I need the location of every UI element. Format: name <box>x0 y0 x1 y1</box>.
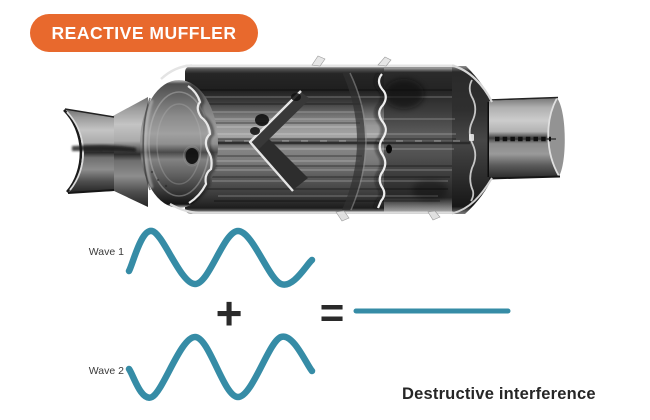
inlet-pipe-slit <box>72 144 136 152</box>
wave-diagram <box>125 227 511 401</box>
shell-bottom-edge-left <box>169 203 201 214</box>
shell-top-edge-left <box>160 64 193 80</box>
drum-end-edge <box>342 72 365 210</box>
chamber-shadow <box>384 79 424 109</box>
wave-2-path <box>125 333 316 401</box>
dome-cut-edge <box>187 85 213 204</box>
wave-2-label: Wave 2 <box>88 365 124 377</box>
shell-cut-edge-shadow <box>373 72 385 209</box>
baffle-weld-blob <box>255 114 269 126</box>
end-cap-edge <box>468 79 477 202</box>
shell-bottom-edge-right <box>451 177 493 215</box>
outlet-far-lip <box>548 98 565 176</box>
dome-spun-ring-inner <box>156 103 202 185</box>
dome-cut-edge-shadow <box>190 84 217 205</box>
plus-sign: + <box>215 287 243 339</box>
outlet-top-edge <box>488 96 559 101</box>
dome-left-highlight <box>143 99 154 189</box>
inlet-bottom-edge <box>67 189 115 194</box>
shell-cut-edge <box>376 73 387 209</box>
v-baffle-lower-arm <box>250 134 308 190</box>
wave-1-path <box>125 227 316 288</box>
inlet-cone <box>111 97 148 207</box>
dome-dot <box>150 170 154 174</box>
partition-hole <box>386 144 392 154</box>
outlet-pipe <box>489 98 559 178</box>
caption-destructive-interference: Destructive interference <box>402 385 596 403</box>
cone-dome-junction <box>142 97 151 191</box>
dome-dot <box>164 184 168 188</box>
wave-1-label: Wave 1 <box>88 246 124 258</box>
end-cap-notch <box>469 134 474 141</box>
v-baffle <box>248 90 310 192</box>
outlet-bottom-edge <box>488 175 561 180</box>
title-badge: REACTIVE MUFFLER <box>30 14 258 52</box>
cut-tab-bottom <box>335 210 350 222</box>
shell-top-edge-right <box>451 64 493 103</box>
cut-tab-bottom <box>427 210 441 221</box>
equals-sign: = <box>319 289 345 336</box>
baffle-weld-blob <box>250 127 260 135</box>
inlet-top-edge <box>64 108 115 118</box>
cut-tab-top <box>377 56 392 67</box>
baffle-weld-blob <box>291 93 301 101</box>
shell-bottom-edge <box>192 211 454 214</box>
drum-end-highlight <box>349 72 367 211</box>
title-badge-label: REACTIVE MUFFLER <box>51 22 237 43</box>
v-baffle-bright-edge <box>248 90 302 192</box>
muffler-photo <box>63 55 565 222</box>
outlet-cut-edge-bright <box>547 97 560 177</box>
dome-dot <box>156 178 160 182</box>
v-baffle-upper-arm <box>250 92 310 149</box>
cut-tab-top <box>311 55 326 67</box>
dome-weld-ring <box>183 145 201 167</box>
dome-weld-blob <box>185 148 199 164</box>
chamber-shadow-lower <box>412 180 448 200</box>
